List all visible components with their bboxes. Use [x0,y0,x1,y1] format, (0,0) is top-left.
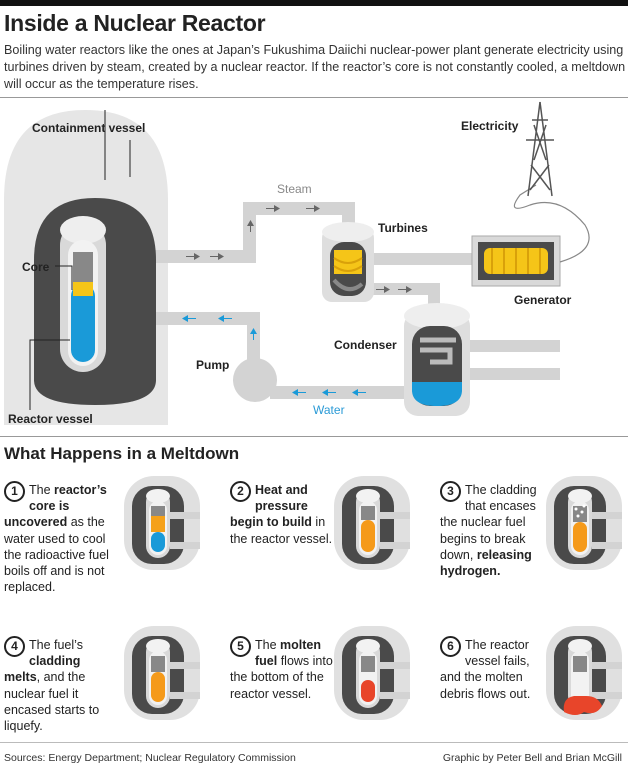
step-text: in the reactor vessel. [230,515,333,546]
step-text: molten fuel [255,638,321,669]
meltdown-heading: What Happens in a Meltdown [4,444,240,463]
label-electricity: Electricity [461,119,519,133]
step-text: The [255,638,281,652]
page-title: Inside a Nuclear Reactor [4,10,266,36]
step-text: The reactor vessel fails, and the molten… [440,638,531,701]
condenser [404,303,470,416]
cooling-pipes [470,340,560,380]
footer-sources: Sources: Energy Department; Nuclear Regu… [4,752,296,764]
meltdown-step-1: 1 The reactor’s core is uncovered as the … [4,481,114,595]
tile-step-2 [334,476,410,570]
step-text: cladding melts [4,654,81,685]
generator [471,235,561,287]
steam-arrows [186,205,412,293]
step-number-badge: 6 [440,636,461,657]
step-text: as the water used to cool the radioactiv… [4,515,109,595]
reactor-diagram [4,101,590,425]
tile-step-5 [334,626,410,720]
label-water: Water [313,403,345,417]
divider-top [0,97,628,98]
intro-text: Boiling water reactors like the ones at … [4,43,626,91]
label-reactor-vessel: Reactor vessel [8,412,93,426]
label-generator: Generator [514,293,572,307]
step-number-badge: 3 [440,481,461,502]
tile-step-4 [124,626,200,720]
power-wire [513,184,590,263]
step-number-badge: 4 [4,636,25,657]
label-condenser: Condenser [334,338,397,352]
tile-step-1 [124,476,200,570]
divider-bottom [0,742,628,743]
footer-credit: Graphic by Peter Bell and Brian McGill [442,752,622,764]
step-text: flows into the bottom of the reactor ves… [230,654,333,701]
tile-step-3 [546,476,622,570]
label-steam: Steam [277,182,312,196]
label-containment-vessel: Containment vessel [32,121,146,135]
turbine [322,222,374,302]
tile-step-6 [546,626,622,720]
turbine-shaft [362,253,474,265]
meltdown-step-5: 5 The molten fuel flows into the bottom o… [230,636,340,702]
top-rule [0,0,628,6]
reactor-vessel [60,216,106,372]
step-text: The fuel’s [29,638,83,652]
label-pump: Pump [196,358,230,372]
label-core: Core [22,260,50,274]
meltdown-step-4: 4 The fuel’s cladding melts, and the nucl… [4,636,114,734]
step-number-badge: 2 [230,481,251,502]
step-number-badge: 1 [4,481,25,502]
pump [233,358,277,402]
step-number-badge: 5 [230,636,251,657]
step-text: , and the nuclear fuel it encased starts… [4,670,100,734]
divider-middle [0,436,628,437]
step-text: The cladding that encases the nuclear fu… [440,483,537,562]
electricity-tower-icon [526,101,554,197]
step-text: Heat and pressure begin to build [230,483,312,530]
step-text: releasing hydrogen. [440,547,532,579]
label-turbines: Turbines [378,221,428,235]
water-arrows [182,315,366,396]
step-text: The [29,483,55,497]
step-text: reactor’s core is uncovered [4,483,107,530]
